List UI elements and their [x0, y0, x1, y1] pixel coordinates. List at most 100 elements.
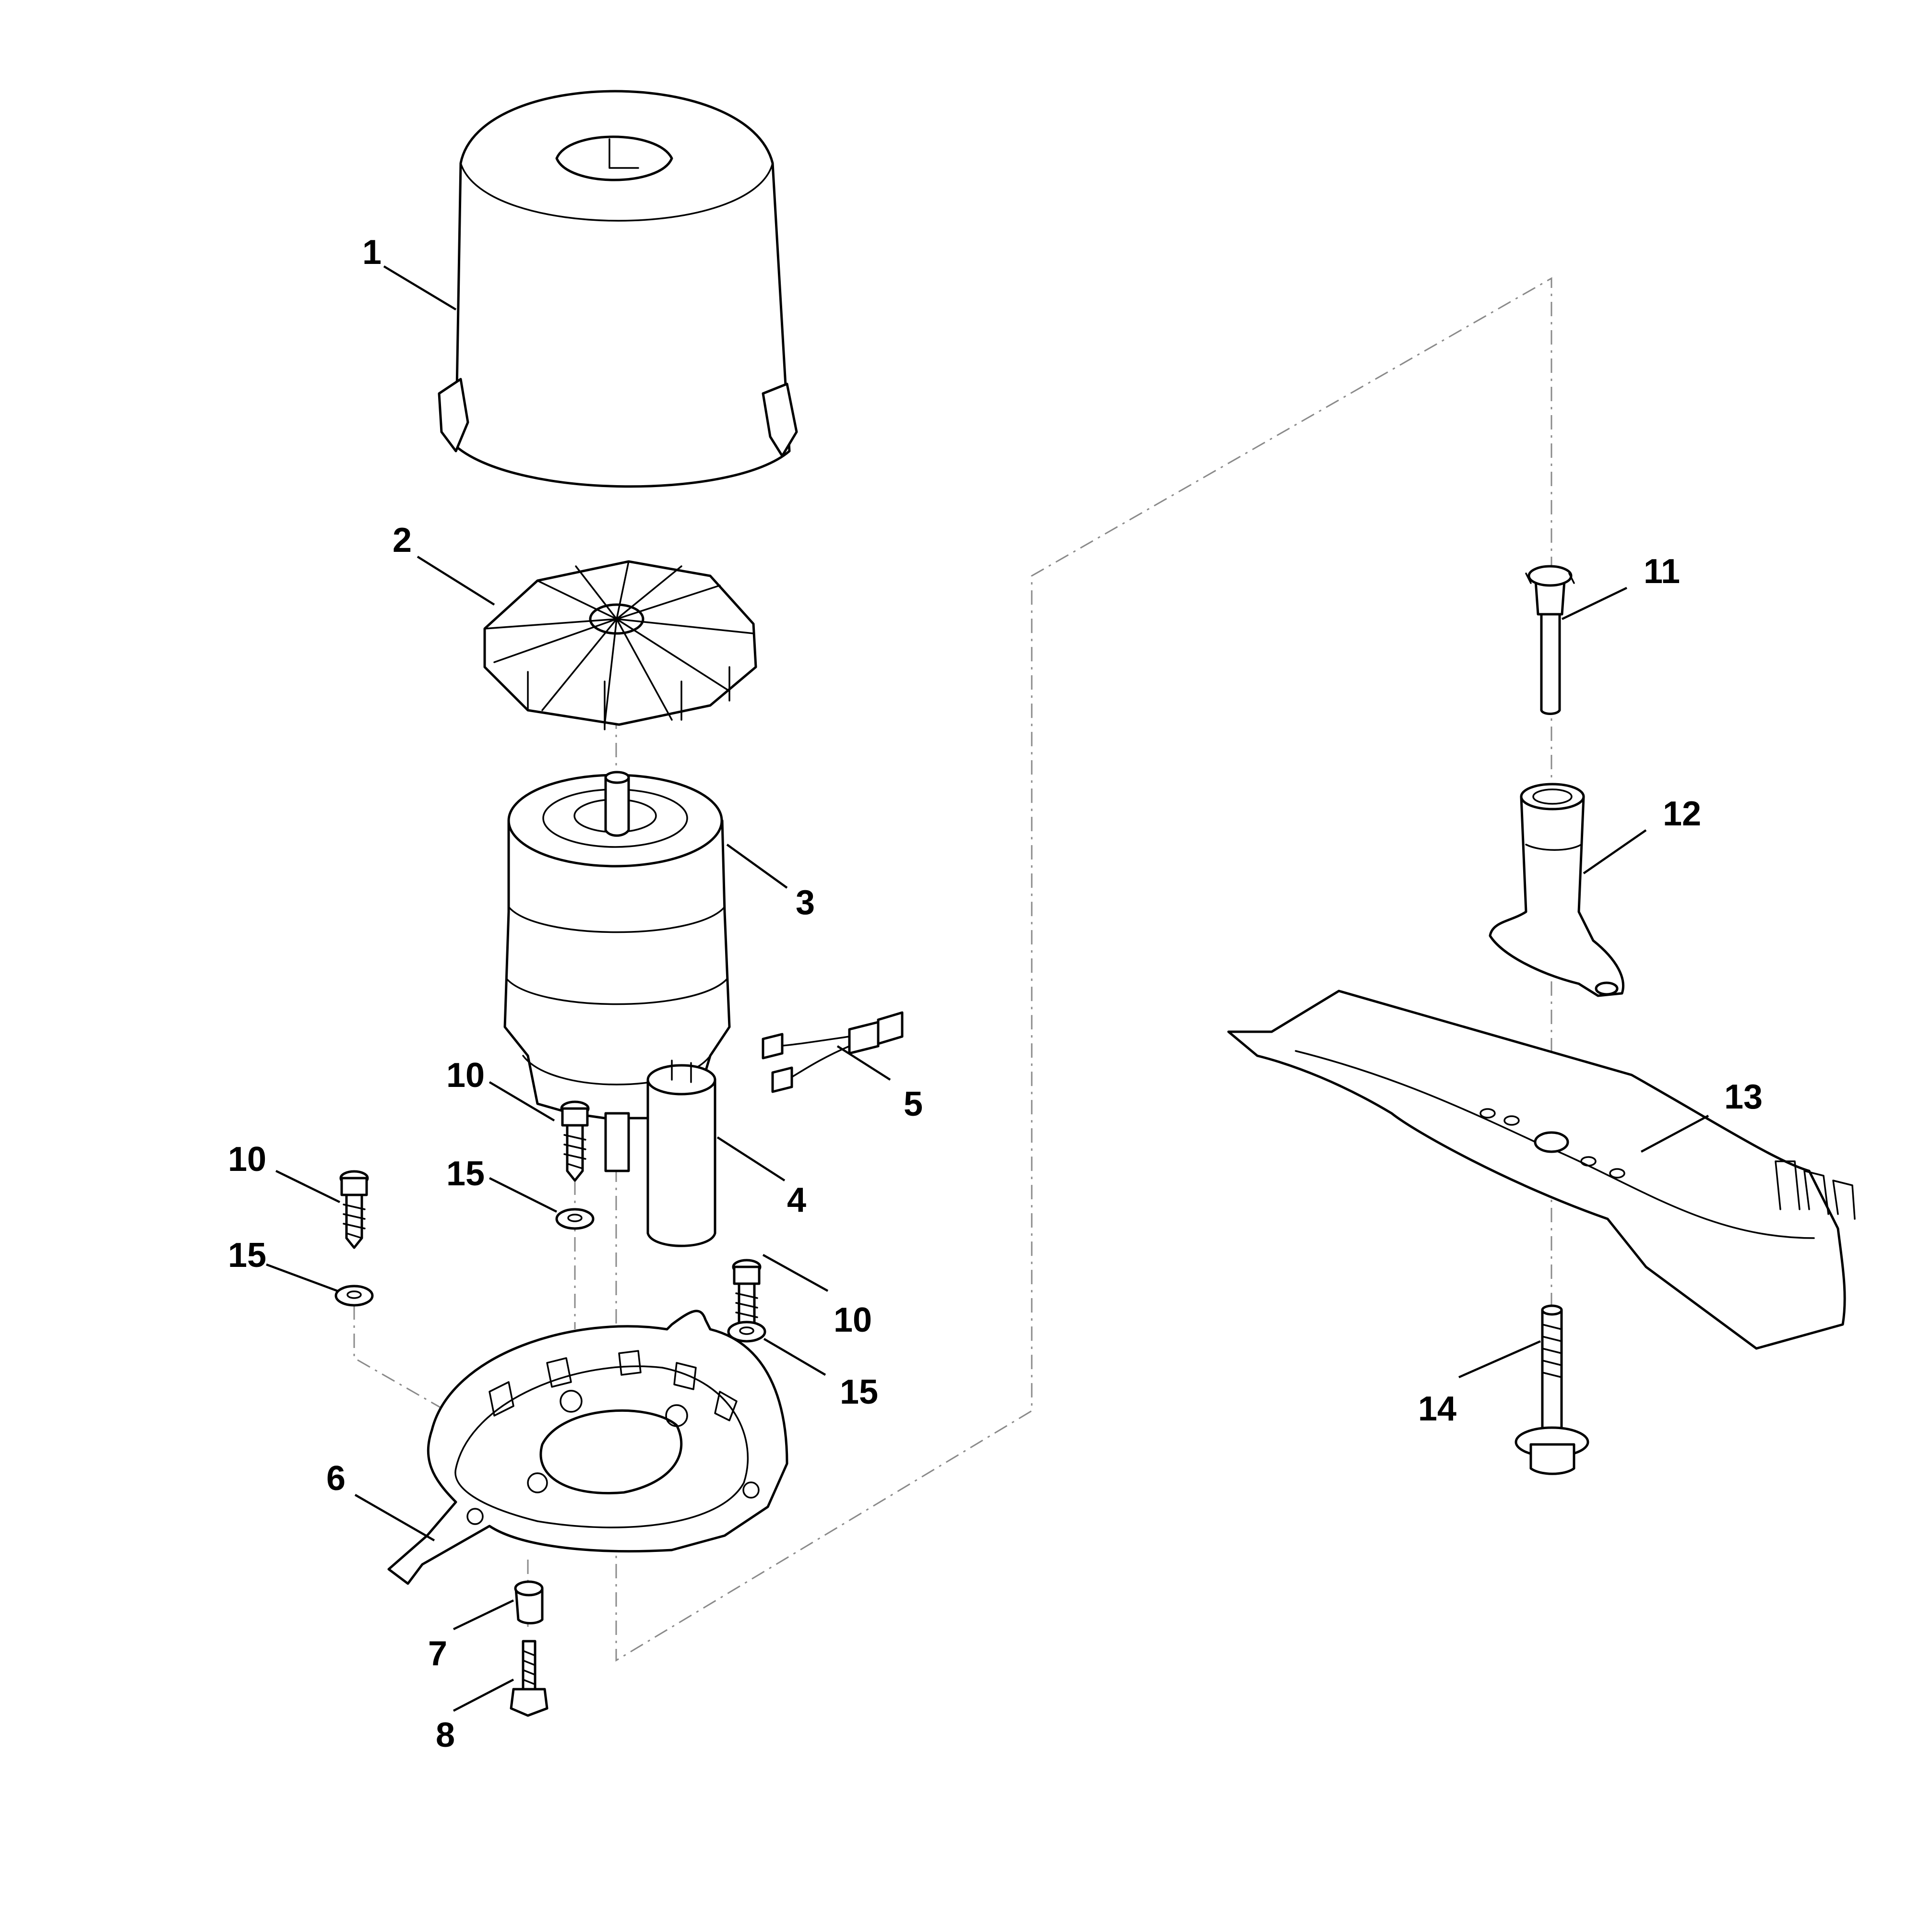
- callout-3: 3: [796, 883, 815, 922]
- motor-body: [503, 819, 731, 1120]
- callout-labels: 1 2 3 4 5 6 7 8 10 10 10 11 12 13 14 15 …: [228, 233, 1763, 1754]
- cover-top-key: [608, 138, 639, 169]
- blade-bolt-thread: [1541, 1324, 1562, 1378]
- blade-body: [1227, 990, 1846, 1350]
- blade-bolt-part: [1515, 1304, 1589, 1475]
- leader-13: [1640, 1115, 1709, 1153]
- fan-body: [483, 560, 757, 726]
- pin-shaft: [1540, 589, 1561, 715]
- leader-lines: [266, 265, 1709, 1712]
- flange-hole-5: [742, 1481, 760, 1499]
- cover-left-clip: [438, 378, 469, 453]
- bolt-part: [510, 1640, 549, 1717]
- callout-12: 12: [1663, 795, 1701, 833]
- adapter-step: [1525, 844, 1582, 851]
- motor-shaft-top: [604, 776, 630, 837]
- pin-head: [1527, 565, 1573, 587]
- plug-upper: [762, 1033, 784, 1060]
- callout-4: 4: [787, 1181, 806, 1219]
- flange-hole-1: [560, 1390, 583, 1413]
- capacitor-body: [646, 1078, 716, 1247]
- connector-b: [848, 1021, 880, 1055]
- pin-part: [1525, 565, 1575, 715]
- washer-right: [727, 1321, 766, 1343]
- cover-part: [438, 90, 798, 488]
- adapter-peg: [1595, 981, 1619, 996]
- blade-hole-1: [1479, 1108, 1496, 1119]
- screw-middle: [560, 1100, 590, 1182]
- screw-left: [339, 1170, 369, 1249]
- leader-7: [453, 1599, 514, 1631]
- capacitor-top: [646, 1064, 716, 1096]
- adapter-top: [1520, 783, 1585, 811]
- washer-left: [334, 1285, 374, 1307]
- blade-hole-3: [1580, 1156, 1597, 1167]
- callout-8: 8: [436, 1716, 455, 1754]
- motor-part: [503, 771, 731, 1172]
- capacitor-terminals: [671, 1060, 692, 1083]
- leader-11: [1562, 586, 1627, 620]
- leader-8: [453, 1679, 514, 1712]
- blade-center-hole: [1534, 1131, 1569, 1153]
- callout-1: 1: [362, 233, 382, 272]
- wiring-harness-part: [762, 1011, 904, 1093]
- motor-shaft-bottom: [604, 1112, 630, 1172]
- callout-6: 6: [326, 1459, 346, 1498]
- blade-hole-4: [1609, 1168, 1625, 1179]
- callout-2: 2: [393, 521, 412, 560]
- leader-10-right: [762, 1254, 829, 1292]
- flange-center-opening: [539, 1409, 683, 1494]
- flange-hole-2: [665, 1404, 688, 1427]
- connector-a: [877, 1011, 904, 1045]
- blade-tail-fingers: [1775, 1160, 1856, 1220]
- motor-band-1: [508, 906, 726, 933]
- fan-impeller-part: [483, 560, 757, 730]
- leader-4: [716, 1136, 786, 1181]
- flange-hole-4: [466, 1508, 484, 1525]
- flange-inner-rim: [454, 1365, 749, 1528]
- leader-10-middle: [489, 1081, 555, 1121]
- leader-2: [417, 556, 495, 606]
- adapter-body: [1489, 795, 1624, 997]
- pin-lugs: [1525, 572, 1575, 584]
- washer-middle: [555, 1208, 595, 1230]
- spacer-top: [514, 1580, 544, 1597]
- motor-band-2: [506, 978, 728, 1005]
- axis-left-screw: [353, 1305, 480, 1431]
- leader-12: [1583, 829, 1647, 874]
- callout-15-right: 15: [840, 1373, 878, 1411]
- leader-5: [836, 1045, 891, 1081]
- cover-top-edge: [460, 162, 774, 222]
- leader-6: [354, 1494, 435, 1541]
- spacer-part: [514, 1580, 544, 1624]
- callout-14: 14: [1418, 1390, 1456, 1428]
- leader-15-middle: [489, 1177, 558, 1213]
- main-axis-line: [615, 277, 1552, 1662]
- leader-14: [1458, 1340, 1541, 1379]
- callout-15-left: 15: [228, 1236, 266, 1275]
- motor-shaft-top-end: [604, 771, 630, 784]
- callout-13: 13: [1724, 1078, 1763, 1116]
- blade-bolt-tip: [1541, 1304, 1563, 1316]
- leader-3: [726, 844, 788, 889]
- leader-15-right: [763, 1338, 826, 1376]
- spacer-body: [514, 1587, 544, 1624]
- bolt-thread: [522, 1650, 536, 1685]
- callout-10-right: 10: [834, 1301, 872, 1339]
- fan-blades: [484, 561, 754, 726]
- callout-10-left: 10: [228, 1140, 266, 1179]
- leader-15-left: [266, 1263, 338, 1292]
- cutting-blade-part: [1227, 990, 1856, 1350]
- bolt-head: [510, 1688, 549, 1717]
- callout-10-middle: 10: [446, 1056, 485, 1095]
- flange-pockets: [489, 1350, 738, 1421]
- callout-15-middle: 15: [446, 1155, 485, 1193]
- leader-10-left: [275, 1169, 340, 1204]
- blade-hole-2: [1503, 1115, 1520, 1126]
- blade-adapter-part: [1489, 783, 1624, 997]
- leader-1: [383, 265, 457, 310]
- adapter-bore: [1532, 788, 1573, 805]
- plug-lower: [771, 1066, 793, 1093]
- cover-top-opening: [555, 135, 673, 181]
